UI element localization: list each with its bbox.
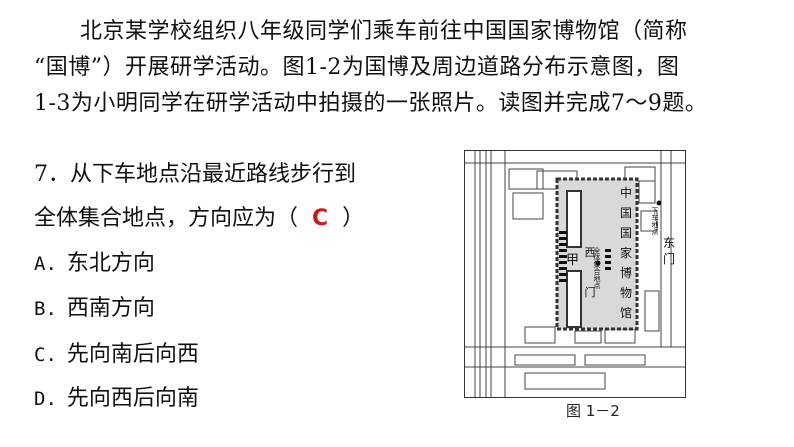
east-gate-label: 东 门 bbox=[663, 235, 675, 267]
answer-mark: C bbox=[312, 206, 329, 231]
west-gate-label: 西 门 bbox=[584, 233, 596, 313]
option-text: 先向西后向南 bbox=[66, 386, 199, 411]
museum-name-char: 国 bbox=[619, 206, 632, 220]
question-stem-line-2: 全体集合地点，方向应为（ C ） bbox=[34, 200, 364, 232]
museum-name-char: 国 bbox=[619, 226, 632, 240]
museum-name-label: 中 国 国 家 博 物 馆 bbox=[618, 183, 634, 323]
dropoff-point-marker bbox=[656, 200, 662, 206]
dropoff-label: 下车地点 bbox=[651, 207, 659, 235]
figure-caption: 图 1－2 bbox=[566, 402, 620, 420]
option-b[interactable]: B. 西南方向 bbox=[34, 290, 155, 322]
square-columns bbox=[559, 231, 611, 282]
west-gate-char: 门 bbox=[584, 286, 596, 299]
option-a[interactable]: A. 东北方向 bbox=[34, 245, 155, 277]
museum-map: 中 国 国 家 博 物 馆 西 门 全体集合地点 东 门 下车地点 甲 bbox=[464, 150, 686, 398]
option-text: 西南方向 bbox=[66, 296, 155, 321]
question-stem-close: ） bbox=[342, 206, 365, 231]
assembly-label: 全体集合地点 bbox=[593, 247, 601, 289]
museum-name-char: 中 bbox=[619, 186, 632, 200]
option-letter: C. bbox=[34, 344, 57, 366]
intro-line-3: 1-3为小明同学在研学活动中拍摄的一张照片。读图并完成7～9题。 bbox=[34, 91, 708, 116]
intro-line-2: “国博”）开展研学活动。图1-2为国博及周边道路分布示意图，图 bbox=[34, 55, 680, 80]
intro-paragraph: 北京某学校组织八年级同学们乘车前往中国国家博物馆（简称 “国博”）开展研学活动。… bbox=[34, 14, 774, 122]
assembly-point-marker bbox=[595, 260, 601, 266]
museum-name-char: 物 bbox=[619, 286, 632, 300]
south-wing bbox=[566, 270, 582, 328]
option-text: 东北方向 bbox=[66, 251, 155, 276]
option-letter: D. bbox=[34, 388, 57, 410]
option-letter: A. bbox=[34, 253, 57, 275]
question-stem-line-1: 7．从下车地点沿最近路线步行到 bbox=[34, 162, 356, 187]
option-letter: B. bbox=[34, 298, 57, 320]
north-wing bbox=[566, 190, 582, 248]
museum-name-char: 博 bbox=[619, 266, 632, 280]
intro-line-1: 北京某学校组织八年级同学们乘车前往中国国家博物馆（简称 bbox=[80, 19, 688, 44]
museum-name-char: 家 bbox=[619, 246, 632, 260]
east-gate-char: 门 bbox=[663, 252, 676, 266]
square-label: 甲 bbox=[566, 253, 580, 268]
option-c[interactable]: C. 先向南后向西 bbox=[34, 336, 199, 368]
map-drawing bbox=[465, 151, 685, 397]
option-d[interactable]: D. 先向西后向南 bbox=[34, 380, 199, 412]
road-lines bbox=[465, 151, 685, 397]
question-stem-text: 全体集合地点，方向应为（ bbox=[34, 206, 299, 231]
east-gate-char: 东 bbox=[663, 236, 676, 250]
museum-name-char: 馆 bbox=[619, 306, 632, 320]
west-gate-char: 西 bbox=[584, 246, 596, 259]
option-text: 先向南后向西 bbox=[66, 342, 199, 367]
